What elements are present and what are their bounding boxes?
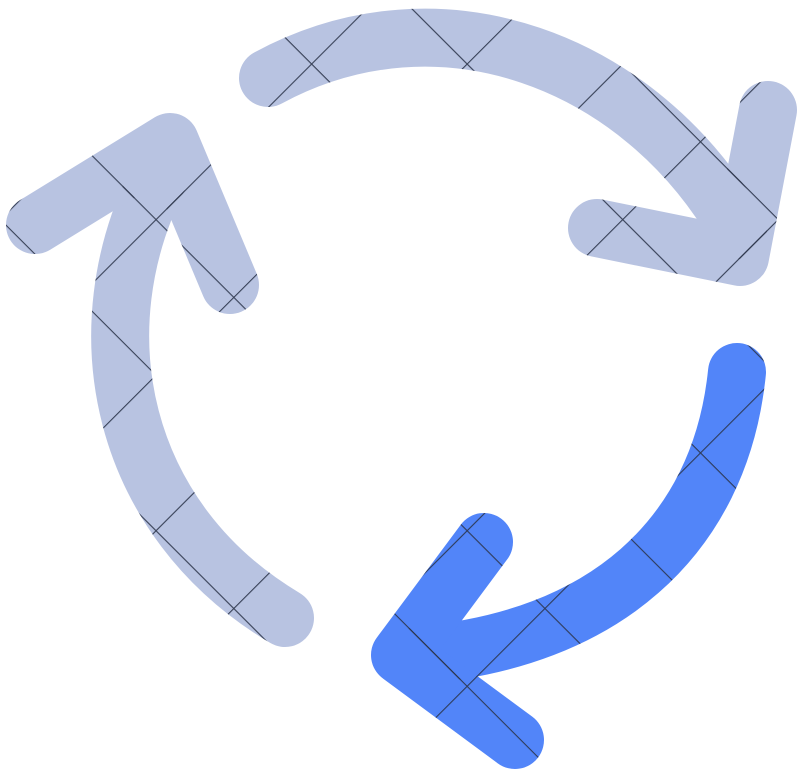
arrow-top bbox=[239, 8, 797, 286]
arrow-bottom-right bbox=[371, 343, 766, 769]
arrow-left bbox=[6, 113, 314, 647]
